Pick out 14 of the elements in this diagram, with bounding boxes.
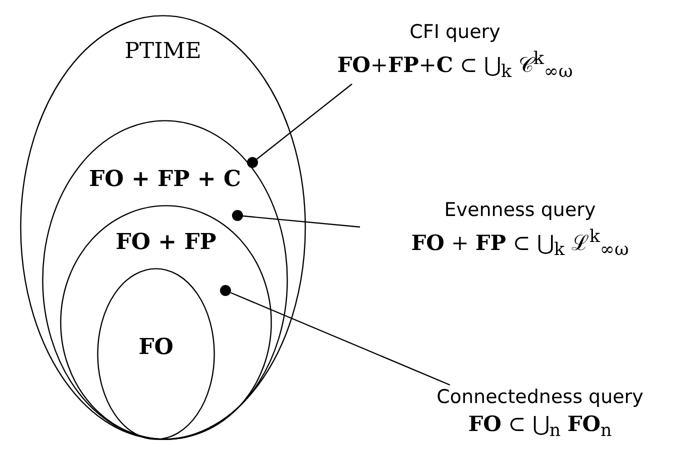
leader-line bbox=[242, 215, 360, 228]
point-dot bbox=[247, 157, 258, 168]
leader-line bbox=[256, 84, 352, 160]
class-label: PTIME bbox=[124, 39, 202, 64]
leader-line bbox=[230, 292, 450, 386]
query-title: CFI query bbox=[408, 20, 502, 44]
class-label: FO + FP bbox=[116, 229, 216, 255]
query-title: Connectedness query bbox=[436, 385, 644, 409]
point-dot bbox=[220, 285, 231, 296]
class-label: FO + FP + C bbox=[89, 166, 241, 192]
class-label: FO bbox=[138, 334, 174, 360]
query-formula: FO ⊂ ⋃$_{n}$ FO$_{n}$ bbox=[467, 410, 613, 444]
point-dot bbox=[232, 210, 243, 221]
query-title: Evenness query bbox=[443, 198, 597, 222]
